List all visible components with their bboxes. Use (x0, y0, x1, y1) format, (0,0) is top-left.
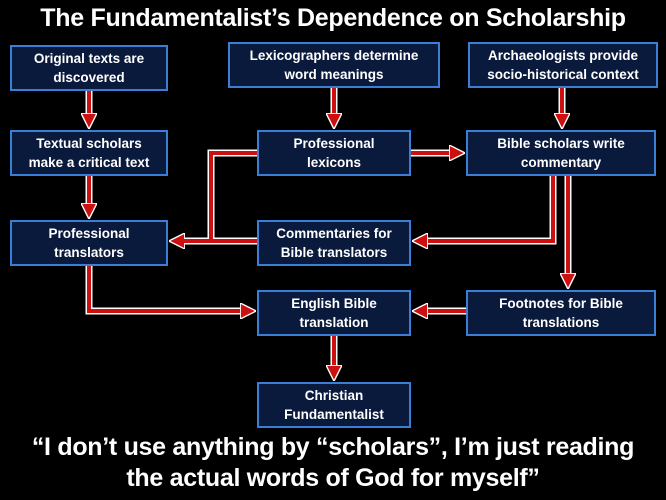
quote-text: “I don’t use anything by “scholars”, I’m… (0, 432, 666, 494)
quote-line-1: “I don’t use anything by “scholars”, I’m… (31, 433, 635, 461)
quote-line-2: the actual words of God for myself” (126, 464, 540, 492)
arrow-lexicons-to-translators (176, 149, 257, 245)
diagram-title: The Fundamentalist’s Dependence on Schol… (40, 4, 626, 32)
arrow-translators-to-english-bible (85, 266, 249, 315)
arrow-bible-scholars-to-commentaries (419, 176, 557, 245)
